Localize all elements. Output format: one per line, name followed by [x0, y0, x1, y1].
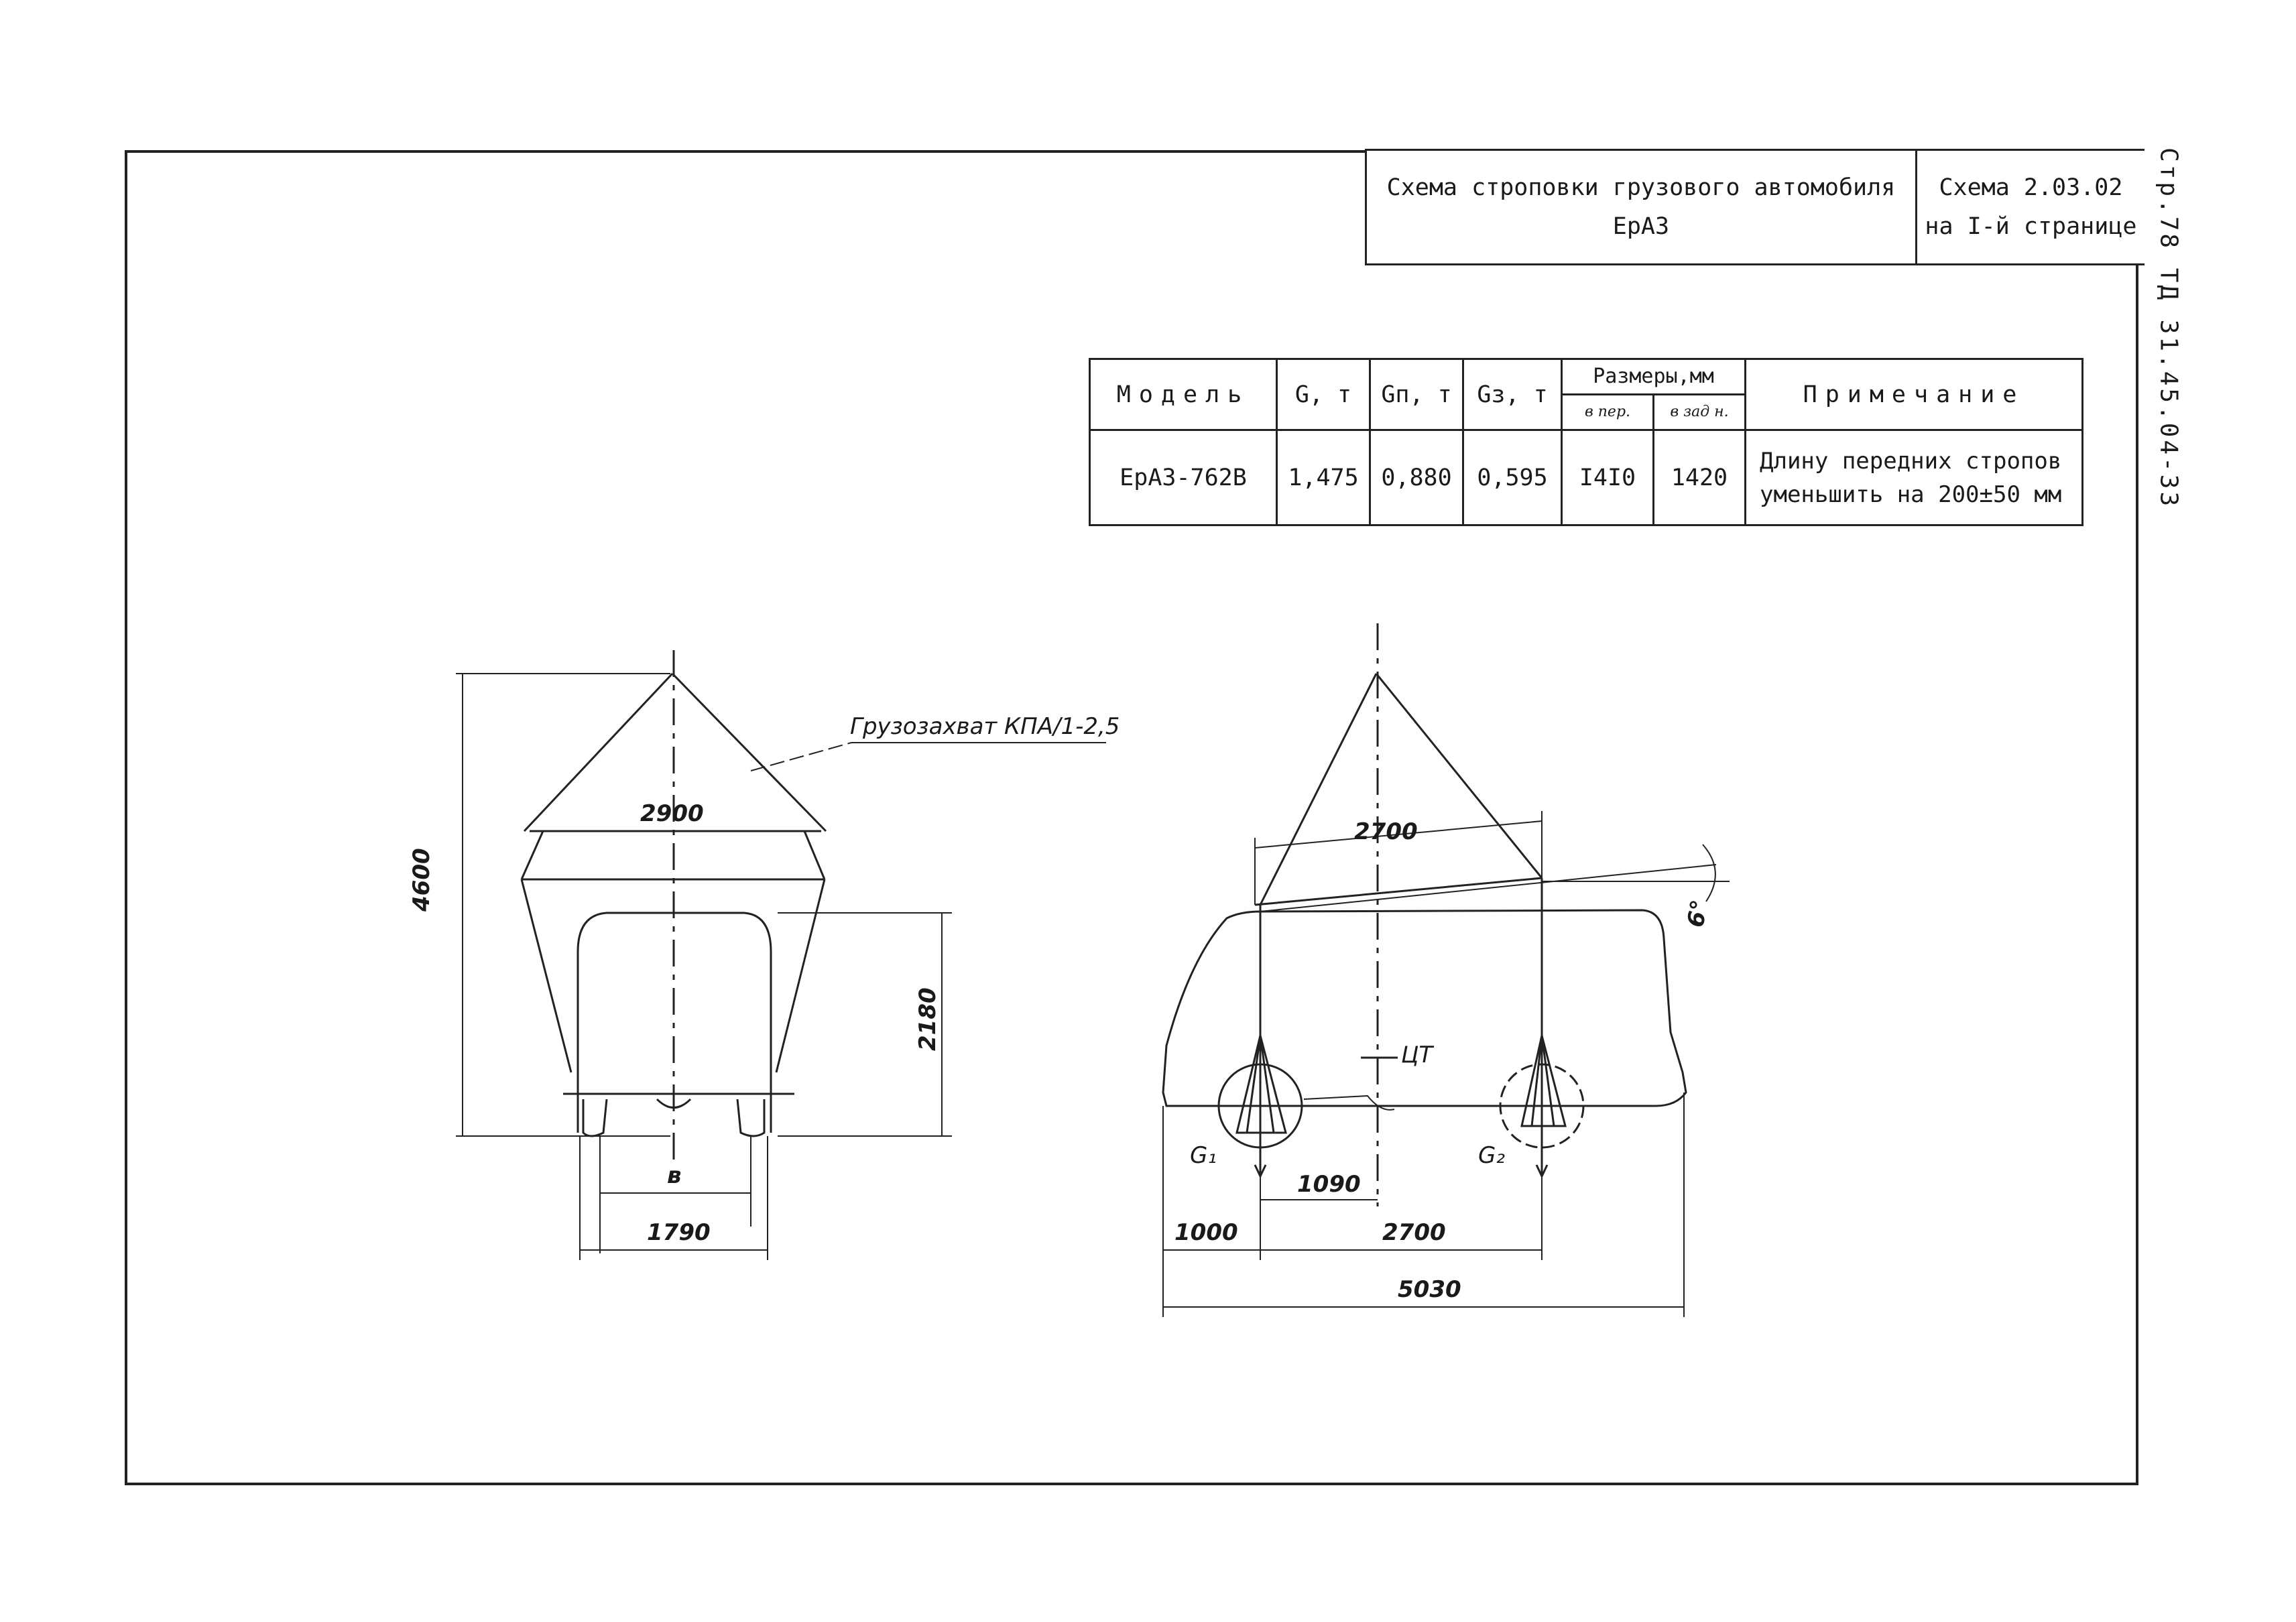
- th-front: в пер.: [1561, 393, 1654, 431]
- rear-wheel-slings-inner: [1530, 1035, 1555, 1127]
- title-line-1: Схема строповки грузового автомобиля: [1386, 174, 1896, 201]
- front-sling-left: [523, 672, 674, 832]
- front-hanger-right: [775, 879, 826, 1073]
- td-model: ЕрАЗ-762В: [1089, 429, 1278, 526]
- gripper-leader: [750, 742, 852, 771]
- note-line-2: уменьшить на 200±50 мм: [1760, 481, 2062, 508]
- sheet-frame: [125, 150, 2138, 1485]
- side-dim-2700-top-text: 2700: [1354, 818, 1418, 845]
- title-block-ref: Схема 2.03.02 на I-й странице: [1917, 151, 2144, 263]
- td-g: 1,475: [1276, 429, 1371, 526]
- front-frame-left: [520, 830, 544, 880]
- ref-line-1: Схема 2.03.02: [1939, 174, 2123, 201]
- ref-line-2: на I-й странице: [1925, 213, 2137, 240]
- th-g: G, т: [1276, 358, 1371, 431]
- front-sling-right: [671, 672, 827, 832]
- front-wheel-right: [736, 1099, 766, 1137]
- chassis-line: [1303, 1095, 1395, 1111]
- td-front: I4I0: [1561, 429, 1654, 526]
- dim-2700-top-line: [1254, 820, 1543, 849]
- data-table: Модель G, т Gп, т Gз, т Размеры,мм Приме…: [1089, 358, 2083, 526]
- side-view: [1162, 623, 1730, 1317]
- side-frame: [1254, 877, 1543, 906]
- rear-wheel-slings: [1520, 1035, 1567, 1127]
- front-wheel-left: [582, 1099, 608, 1137]
- title-block: Схема строповки грузового автомобиля ЕрА…: [1365, 149, 2144, 265]
- table-header-row: Модель G, т Gп, т Gз, т Размеры,мм Приме…: [1089, 358, 2083, 431]
- g1-label: G₁: [1190, 1142, 1217, 1169]
- side-stamp: Стр.78 ТД 31.45.04-33: [2145, 147, 2192, 523]
- th-rear: в зад н.: [1652, 393, 1746, 431]
- side-body-outline: [1162, 909, 1687, 1107]
- note-line-1: Длину передних стропов: [1760, 447, 2062, 475]
- side-frame-line: [1260, 864, 1717, 912]
- th-gz: Gз, т: [1462, 358, 1563, 431]
- td-gz: 0,595: [1462, 429, 1563, 526]
- title-line-2: ЕрАЗ: [1612, 213, 1670, 240]
- table-row: ЕрАЗ-762В 1,475 0,880 0,595 I4I0 1420 Дл…: [1089, 429, 2083, 526]
- cg-label: ЦТ: [1401, 1042, 1434, 1068]
- dim-2180-text: 2180: [914, 987, 941, 1051]
- front-hanger-left: [520, 879, 572, 1073]
- side-sling-front: [1259, 673, 1378, 906]
- dim-2900-text: 2900: [640, 800, 704, 827]
- dim-4600-text: 4600: [408, 848, 435, 912]
- front-wheel-slings-inner: [1246, 1035, 1275, 1133]
- td-rear: 1420: [1652, 429, 1746, 526]
- gripper-label: Грузозахват КПА/1-2,5: [850, 713, 1120, 740]
- dim-2700-text: 2700: [1382, 1219, 1446, 1246]
- angle-text: 6°: [1682, 898, 1713, 930]
- table-subheader-row: в пер. в зад н.: [1090, 393, 2083, 431]
- side-stamp-text: Стр.78 ТД 31.45.04-33: [2155, 147, 2183, 509]
- dim-b-text: в: [667, 1162, 682, 1189]
- dim-5030-text: 5030: [1398, 1276, 1461, 1303]
- td-gp: 0,880: [1369, 429, 1464, 526]
- th-model: Модель: [1089, 358, 1278, 431]
- td-note: Длину передних стропов уменьшить на 200±…: [1744, 429, 2083, 526]
- th-sizes: Размеры,мм: [1561, 358, 1746, 395]
- front-view: [456, 650, 1106, 1260]
- front-axle: [656, 1098, 692, 1109]
- dim-1790-text: 1790: [647, 1219, 711, 1246]
- g2-label: G₂: [1478, 1142, 1505, 1169]
- front-frame-right: [803, 830, 826, 880]
- dim-1000-text: 1000: [1174, 1219, 1238, 1246]
- title-block-title: Схема строповки грузового автомобиля ЕрА…: [1367, 151, 1917, 263]
- angle-arc: [1702, 844, 1716, 902]
- dim-1090-text: 1090: [1297, 1171, 1361, 1198]
- side-sling-rear: [1375, 673, 1543, 879]
- th-gp: Gп, т: [1369, 358, 1464, 431]
- th-note: Примечание: [1744, 358, 2083, 431]
- front-body-outline: [577, 912, 772, 1133]
- side-wheel-rear: [1499, 1063, 1585, 1149]
